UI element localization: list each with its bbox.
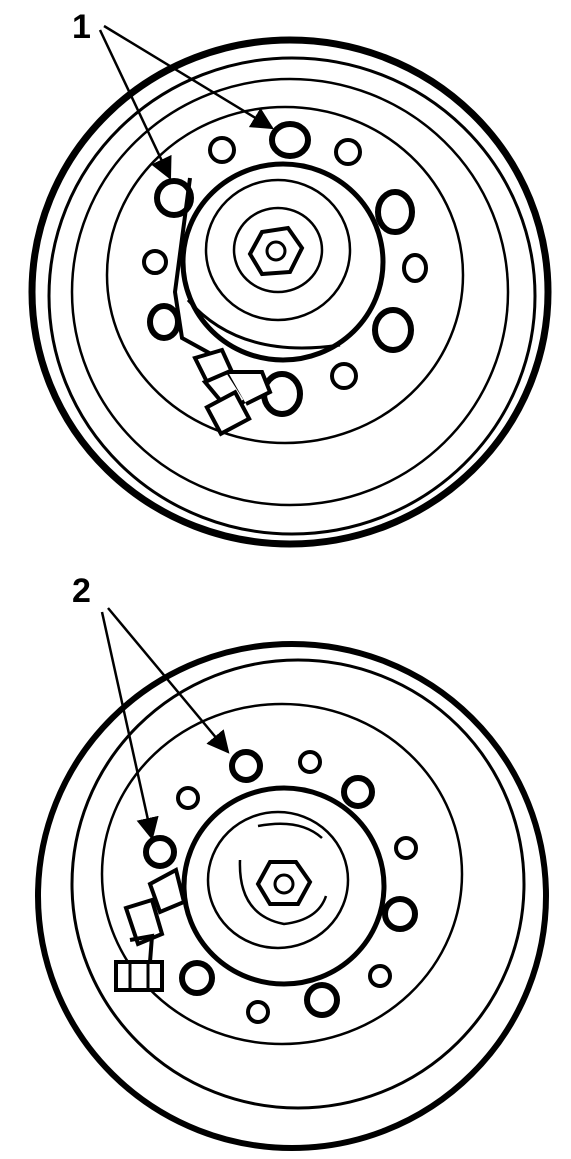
callout-leader-2a <box>100 611 159 841</box>
bottom-hole <box>368 964 392 988</box>
top-stud <box>154 178 194 218</box>
top-stud <box>375 189 415 235</box>
bottom-stud <box>304 982 340 1018</box>
bottom-hole <box>298 750 322 774</box>
top-rim-lip <box>47 56 537 536</box>
bottom-hub-boss <box>238 859 328 926</box>
top-hub-face <box>105 105 465 445</box>
bottom-spindle-nut <box>255 860 313 906</box>
bottom-stud <box>229 749 263 783</box>
top-hole <box>142 249 168 275</box>
top-spindle-nut <box>247 225 305 277</box>
bottom-outer-rim <box>35 641 549 1151</box>
bottom-rim-inner <box>70 658 526 1110</box>
callout-leader-1b <box>103 24 274 130</box>
bottom-hole <box>176 786 200 810</box>
top-hole <box>208 136 236 164</box>
top-rim-inner <box>70 77 510 507</box>
bottom-hub-ring <box>206 810 350 950</box>
bottom-hub-face <box>100 702 464 1046</box>
callout-label-2: 2 <box>72 572 91 610</box>
top-stud <box>372 307 414 353</box>
callout-leader-2b <box>107 607 230 754</box>
top-hub-ring <box>204 178 352 322</box>
top-hole <box>402 253 428 283</box>
top-hub-rim-shadow <box>186 299 341 350</box>
bottom-hole <box>394 836 418 860</box>
top-bolt-pattern <box>142 121 428 417</box>
bottom-brake-fitting <box>114 867 187 992</box>
callout-leader-1a <box>98 29 172 181</box>
bottom-stud <box>179 960 215 996</box>
top-outer-rim <box>28 36 552 548</box>
bottom-hub-highlight <box>257 822 323 839</box>
top-hole <box>334 138 362 166</box>
top-hole <box>330 362 358 390</box>
bottom-stud <box>382 896 418 932</box>
top-stud <box>269 121 311 159</box>
bottom-bolt-pattern <box>143 749 418 1024</box>
bottom-hole <box>246 1000 270 1024</box>
top-brake-fitting <box>192 347 273 437</box>
top-cover-plate <box>172 177 223 362</box>
bottom-stud <box>341 775 375 809</box>
callout-label-1: 1 <box>72 8 91 46</box>
top-hub-ring-inner <box>232 206 324 294</box>
top-stud <box>147 303 181 341</box>
top-wheel-assembly: 1 <box>28 8 552 548</box>
bottom-wheel-assembly: 2 <box>35 572 549 1151</box>
bottom-stud <box>143 835 177 869</box>
